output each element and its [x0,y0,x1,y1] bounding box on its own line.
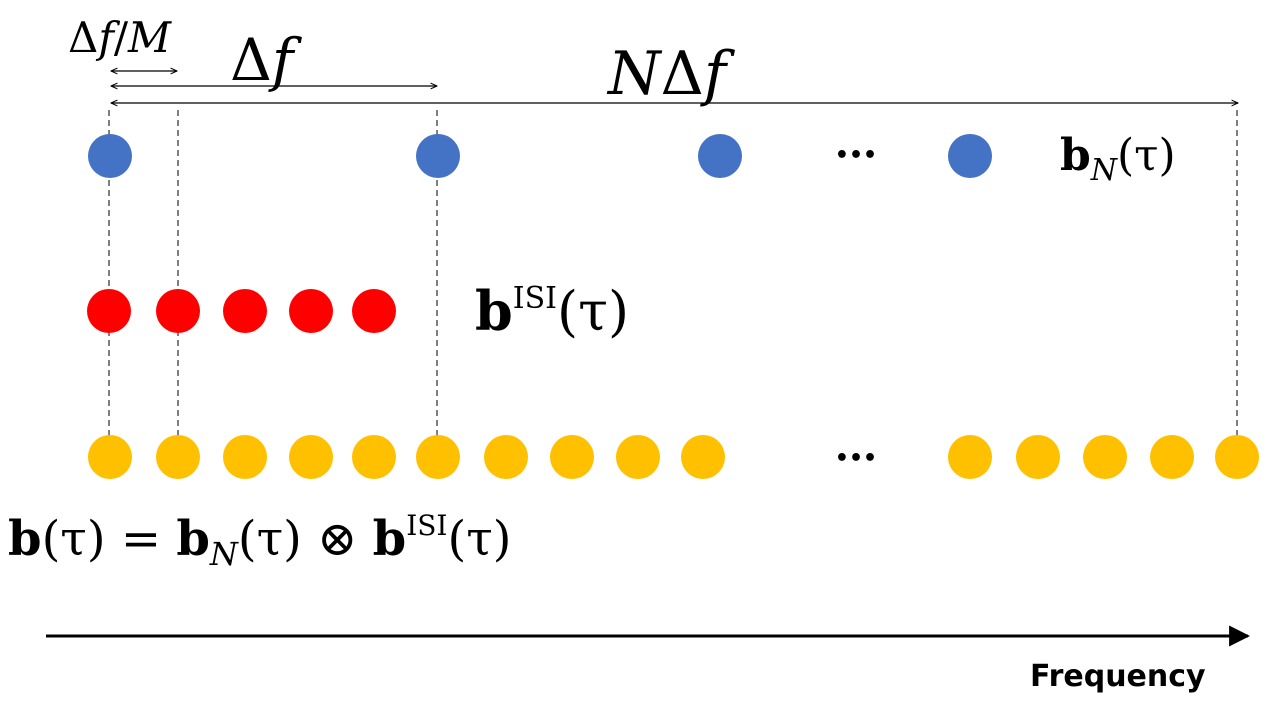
equation-kron: b(τ) = bN(τ) ⊗ bISI(τ) [8,509,512,573]
yellow-dot-13 [1083,435,1127,479]
label-b-isi: bISI(τ) [475,279,629,343]
blue-dot-2 [416,134,460,178]
yellow-dot-8 [550,435,594,479]
label-n-delta-f: NΔf [606,39,736,109]
red-dot-5 [352,289,396,333]
red-dot-4 [289,289,333,333]
yellow-dot-6 [416,435,460,479]
red-dot-2 [156,289,200,333]
yellow-dot-9 [616,435,660,479]
yellow-dot-2 [156,435,200,479]
blue-dot-1 [88,134,132,178]
red-dot-1 [87,289,131,333]
yellow-dot-11 [948,435,992,479]
label-delta-f-over-m: Δf/M [68,13,172,62]
yellow-dot-7 [484,435,528,479]
spacing-arrows [111,71,1238,103]
yellow-dot-5 [352,435,396,479]
blue-dot-4 [948,134,992,178]
ellipsis-bottom: ••• [835,446,877,471]
label-b-n: bN(τ) [1060,130,1176,188]
yellow-dot-1 [88,435,132,479]
row-red-dots [87,289,396,333]
ellipsis-top: ••• [835,143,877,168]
yellow-dot-10 [681,435,725,479]
frequency-label: Frequency [1030,659,1206,694]
yellow-dot-15 [1215,435,1259,479]
blue-dot-3 [698,134,742,178]
row-blue-dots [88,134,992,178]
red-dot-3 [223,289,267,333]
yellow-dot-12 [1016,435,1060,479]
label-delta-f: Δf [230,26,303,94]
yellow-dot-4 [289,435,333,479]
yellow-dot-3 [223,435,267,479]
row-yellow-dots [88,435,1259,479]
yellow-dot-14 [1150,435,1194,479]
